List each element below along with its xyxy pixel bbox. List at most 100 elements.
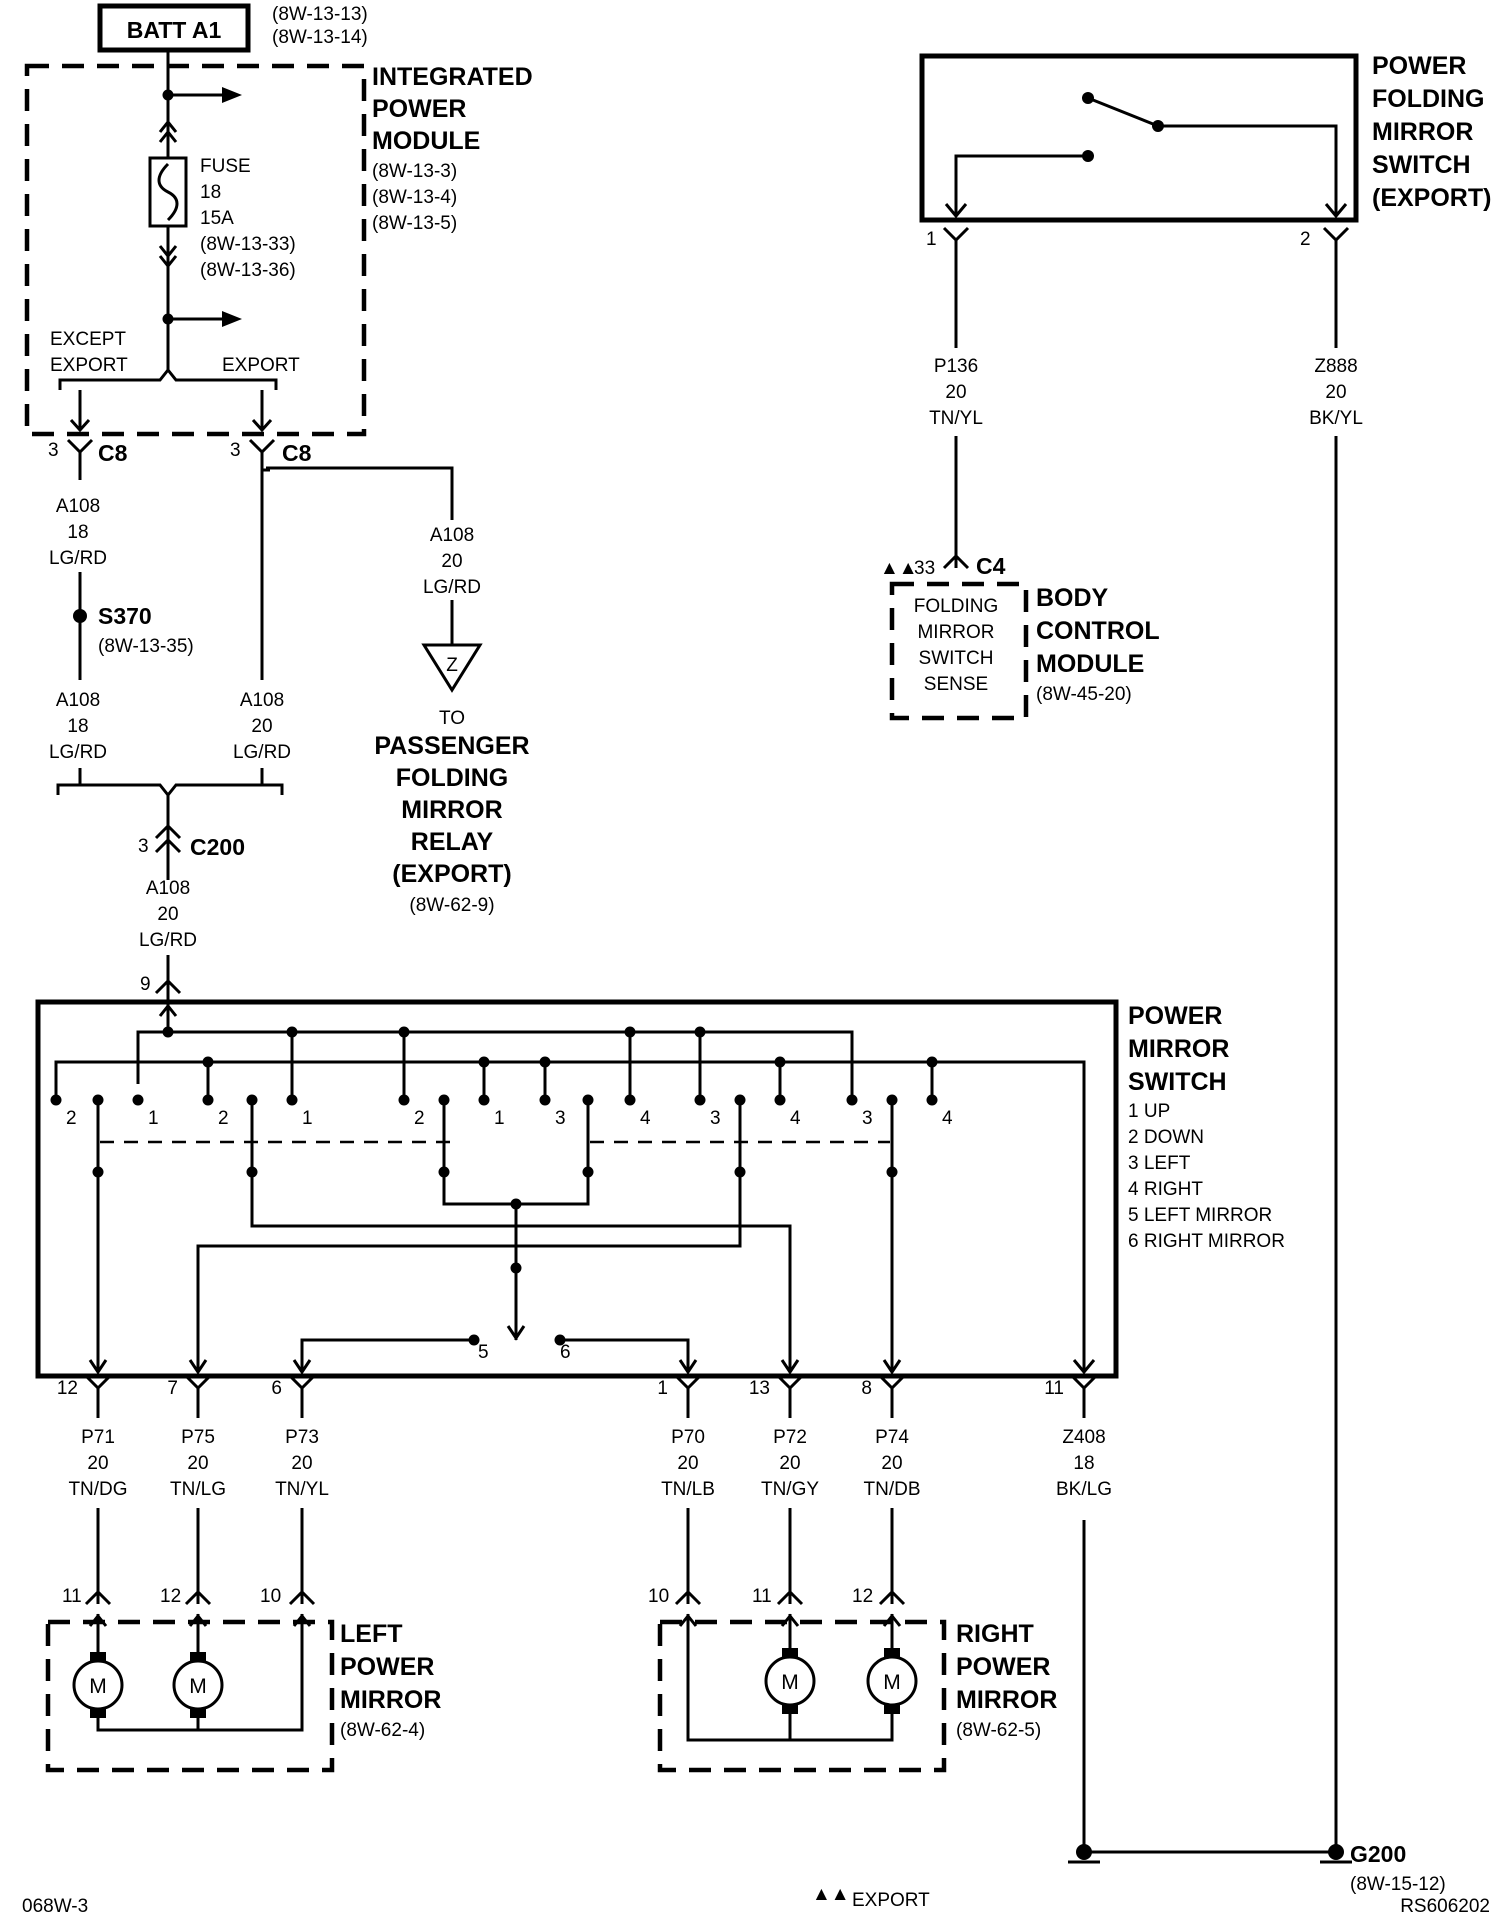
wire-gauge: 20 xyxy=(441,551,462,572)
arrow-down-icon xyxy=(188,1359,208,1375)
wire-circuit: P74 xyxy=(875,1427,909,1448)
ipm-ref-1: (8W-13-3) xyxy=(372,161,457,182)
motor-brush xyxy=(782,1704,798,1714)
ipm-title-1: INTEGRATED xyxy=(372,63,533,91)
right-mirror-title-1: RIGHT xyxy=(956,1620,1034,1648)
switch-contact xyxy=(926,1094,938,1106)
relay-title-5: (EXPORT) xyxy=(392,860,511,888)
wire-color: TN/YL xyxy=(929,408,983,429)
c8-left-pin: 3 xyxy=(48,440,59,461)
footer: 068W-3 ▲▲ EXPORT RS606202 xyxy=(22,1884,1490,1917)
fuse-ref-1: (8W-13-33) xyxy=(200,234,296,255)
power-folding-mirror-switch: POWER FOLDING MIRROR SWITCH (EXPORT) 1 2… xyxy=(919,52,1491,1848)
pfms-wire-left xyxy=(954,154,1088,216)
switch-contact xyxy=(846,1094,858,1106)
junction-dot xyxy=(694,1026,706,1038)
connector-icon xyxy=(84,1589,112,1606)
right-power-mirror: RIGHT POWER MIRROR (8W-62-5) 10 11 12 M … xyxy=(648,1586,1057,1773)
right-mirror-title-2: POWER xyxy=(956,1653,1050,1681)
pms-legend-3: 3 LEFT xyxy=(1128,1153,1191,1174)
pms-ground-bus xyxy=(54,1060,1086,1372)
ipm-box xyxy=(24,63,367,437)
arrow-down-icon xyxy=(1324,203,1348,219)
switch-contact-label: 3 xyxy=(710,1108,721,1129)
motor-brush xyxy=(90,1708,106,1718)
wire-color: TN/YL xyxy=(275,1479,329,1500)
pms-input-bus xyxy=(136,1030,854,1100)
pfms-box xyxy=(919,53,1359,223)
wire-color: BK/YL xyxy=(1309,408,1363,429)
selector-contact-5 xyxy=(468,1334,480,1346)
switch-contact-label: 3 xyxy=(862,1108,873,1129)
output-pin: 11 xyxy=(1044,1378,1064,1399)
switch-contact xyxy=(478,1094,490,1106)
switch-contact xyxy=(50,1094,62,1106)
left-mirror-ref: (8W-62-4) xyxy=(340,1720,425,1741)
wire-gauge: 20 xyxy=(881,1453,902,1474)
left-mirror-title-2: POWER xyxy=(340,1653,434,1681)
wire-gauge: 20 xyxy=(677,1453,698,1474)
connector-up-icon xyxy=(942,553,970,570)
wire-circuit: P75 xyxy=(181,1427,215,1448)
fuse-label-3: 15A xyxy=(200,208,234,229)
pms-input-pin: 9 xyxy=(140,974,151,995)
motor-brush xyxy=(884,1704,900,1714)
bcm-input-1: FOLDING xyxy=(914,596,998,617)
pfms-title-3: MIRROR xyxy=(1372,118,1473,146)
output-pin: 1 xyxy=(657,1378,668,1399)
ipm-title-3: MODULE xyxy=(372,127,480,155)
arrow-down-icon xyxy=(944,203,968,219)
bcm-input-4: SENSE xyxy=(924,674,988,695)
g200-name: G200 xyxy=(1350,1841,1406,1867)
connector-up-icon xyxy=(154,978,182,995)
wire-circuit: A108 xyxy=(56,690,100,711)
switch-contact-label: 2 xyxy=(218,1108,229,1129)
junction-dot xyxy=(774,1056,786,1068)
selector-label-5: 5 xyxy=(478,1342,489,1363)
wire-color: LG/RD xyxy=(49,742,107,763)
motor-label: M xyxy=(883,1671,901,1694)
switch-contact xyxy=(286,1094,298,1106)
right-mirror-title-3: MIRROR xyxy=(956,1686,1057,1714)
output-pin: 12 xyxy=(57,1378,78,1399)
pms-legend-5: 5 LEFT MIRROR xyxy=(1128,1205,1272,1226)
left-mirror-box xyxy=(45,1619,335,1773)
pms-title-1: POWER xyxy=(1128,1002,1222,1030)
connector-down-icon xyxy=(158,245,178,269)
pms-legend-2: 2 DOWN xyxy=(1128,1127,1204,1148)
pms-junction-dots xyxy=(92,1026,938,1346)
switch-contact-label: 4 xyxy=(790,1108,801,1129)
wire-color: TN/DB xyxy=(864,1479,921,1500)
pfms-title-5: (EXPORT) xyxy=(1372,184,1491,212)
power-mirror-switch: POWER MIRROR SWITCH 1 UP 2 DOWN 3 LEFT 4… xyxy=(35,999,1285,1379)
offpage-symbol: Z xyxy=(446,655,458,676)
motor-icon xyxy=(764,1655,816,1707)
c8-right-name: C8 xyxy=(282,440,312,466)
connector-up-icon xyxy=(154,823,182,854)
bcm-pin: 33 xyxy=(914,558,935,579)
wire-to-relay xyxy=(266,466,454,520)
left-mirror-pin-a: 11 xyxy=(62,1586,82,1607)
connector-c8: 3 C8 3 C8 xyxy=(48,438,312,480)
batt-ref-2: (8W-13-14) xyxy=(272,27,368,48)
relay-title-3: MIRROR xyxy=(401,796,502,824)
arrow-down-icon xyxy=(506,1325,526,1341)
wire-color: TN/GY xyxy=(761,1479,819,1500)
arrow-down-icon xyxy=(1072,1359,1096,1375)
motor-icon xyxy=(172,1659,224,1711)
arrow-up-icon xyxy=(678,1613,902,1627)
switch-blade xyxy=(1087,96,1159,128)
connector-up-icon xyxy=(158,119,178,143)
arrow-down-icon xyxy=(780,1359,800,1375)
pms-title-2: MIRROR xyxy=(1128,1035,1229,1063)
wire-circuit: A108 xyxy=(146,878,190,899)
wire-color: LG/RD xyxy=(49,548,107,569)
footer-export-note: EXPORT xyxy=(852,1890,930,1911)
motor-brush xyxy=(90,1652,106,1662)
pfms-wire-right xyxy=(1158,124,1338,216)
connector-c8-left-icon xyxy=(66,438,94,455)
pfms-pin-2: 2 xyxy=(1300,229,1311,250)
